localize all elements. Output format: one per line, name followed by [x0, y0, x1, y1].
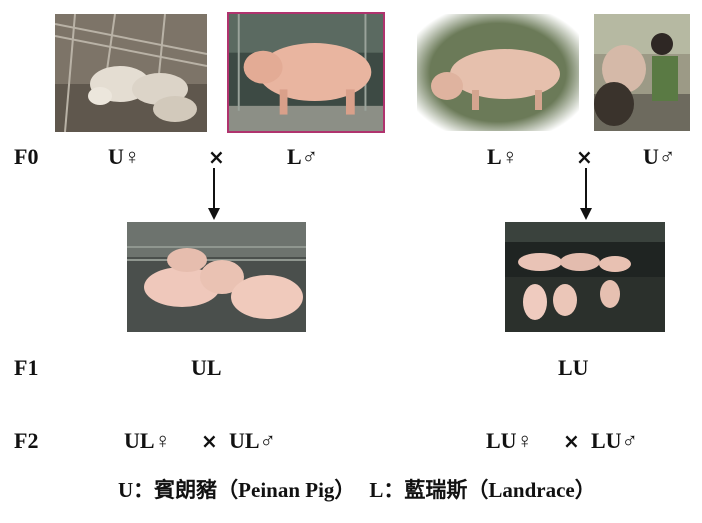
- left-f2-male-label: UL♂: [229, 430, 276, 452]
- right-f2-male-label: LU♂: [591, 430, 638, 452]
- right-cross-arrow: [578, 168, 594, 220]
- left-f0-female-label: U♀: [108, 146, 140, 168]
- left-f0-male-label: L♂: [287, 146, 318, 168]
- photo-lu-piglets: [505, 222, 665, 332]
- photo-ul-piglets: [127, 222, 306, 332]
- generation-label-f1: F1: [14, 357, 38, 379]
- left-cross-arrow: [206, 168, 222, 220]
- photo-peinan-boar-handler: [594, 14, 690, 131]
- photo-landrace-boar: [227, 12, 385, 133]
- left-f2-female-label: UL♀: [124, 430, 171, 452]
- right-f2-cross-symbol: ×: [563, 431, 580, 451]
- left-f2-cross-symbol: ×: [201, 431, 218, 451]
- legend-l-definition: L：藍瑞斯（Landrace）: [369, 478, 595, 502]
- right-f0-female-label: L♀: [487, 146, 518, 168]
- right-f0-male-label: U♂: [643, 146, 675, 168]
- photo-landrace-sow: [417, 14, 579, 131]
- right-cross-symbol: ×: [576, 147, 593, 167]
- photo-peinan-sows: [55, 14, 207, 132]
- breed-legend: U：賓朗豬（Peinan Pig） L：藍瑞斯（Landrace）: [118, 478, 596, 503]
- generation-label-f0: F0: [14, 146, 38, 168]
- legend-u-definition: U：賓朗豬（Peinan Pig）: [118, 478, 355, 502]
- left-f1-label: UL: [191, 357, 222, 379]
- left-cross-symbol: ×: [208, 147, 225, 167]
- generation-label-f2: F2: [14, 430, 38, 452]
- right-f2-female-label: LU♀: [486, 430, 533, 452]
- right-f1-label: LU: [558, 357, 589, 379]
